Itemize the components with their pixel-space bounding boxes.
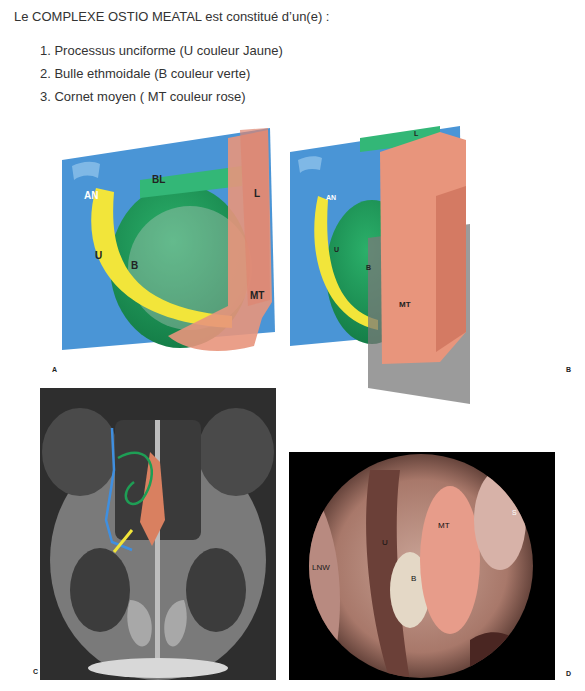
part-label: MT <box>250 290 264 302</box>
part-label: S <box>512 509 517 517</box>
part-label: B <box>131 260 138 272</box>
part-label: U <box>334 246 339 254</box>
list-item: 2. Bulle ethmoidale (B couleur verte) <box>40 67 250 82</box>
part-label: B <box>366 264 371 272</box>
endoscopic-view <box>289 452 555 680</box>
schema-b <box>290 126 470 404</box>
part-label: MT <box>399 300 411 309</box>
part-label: BL <box>152 174 165 186</box>
part-label: U <box>382 538 388 547</box>
part-label: U <box>95 250 102 262</box>
part-label: B <box>411 574 416 583</box>
schema-a <box>62 128 275 351</box>
list-item: 3. Cornet moyen ( MT couleur rose) <box>40 90 246 105</box>
part-label: LNW <box>312 563 330 572</box>
panel-letter: B <box>566 366 571 374</box>
panel-letter: D <box>566 670 571 678</box>
page-title: Le COMPLEXE OSTIO MEATAL est constitué d… <box>14 10 330 25</box>
list-item: 1. Processus unciforme (U couleur Jaune) <box>40 44 283 59</box>
part-label: AN <box>84 190 98 202</box>
ct-scan <box>40 388 276 680</box>
panel-letter: C <box>33 668 38 676</box>
part-label: MT <box>438 521 450 530</box>
part-label: L <box>414 130 418 138</box>
part-label: L <box>254 188 260 200</box>
part-label: AN <box>326 194 336 202</box>
panel-letter: A <box>52 366 57 374</box>
